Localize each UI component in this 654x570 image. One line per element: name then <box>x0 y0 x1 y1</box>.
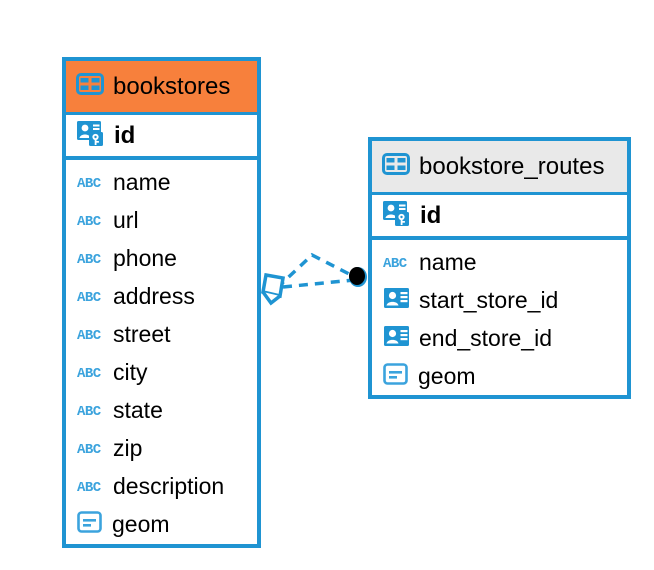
column-label: id <box>114 121 136 149</box>
column-label: phone <box>113 244 177 271</box>
text-abc-icon: ABC <box>77 441 104 458</box>
svg-text:ABC: ABC <box>77 176 102 189</box>
diamond-outline-marker <box>260 272 286 306</box>
relationship-line-lower <box>282 278 355 289</box>
column-label: city <box>113 358 148 385</box>
column-row-city[interactable]: ABC city <box>66 353 257 391</box>
svg-text:ABC: ABC <box>77 404 102 417</box>
column-label: geom <box>112 510 170 537</box>
svg-text:ABC: ABC <box>77 328 102 341</box>
column-label: name <box>113 168 171 195</box>
column-label: end_store_id <box>419 324 552 351</box>
text-abc-icon: ABC <box>77 251 104 268</box>
text-abc-icon: ABC <box>77 175 104 192</box>
filled-dot-marker <box>349 267 367 287</box>
relationship-line-upper <box>275 252 356 290</box>
text-abc-icon: ABC <box>77 365 104 382</box>
column-row-start-store-id[interactable]: start_store_id <box>372 281 627 319</box>
svg-text:ABC: ABC <box>77 290 102 303</box>
column-row-address[interactable]: ABC address <box>66 277 257 315</box>
svg-text:ABC: ABC <box>77 480 102 493</box>
table-header-bookstores[interactable]: bookstores <box>66 61 257 112</box>
column-row-street[interactable]: ABC street <box>66 315 257 353</box>
column-label: state <box>113 396 163 423</box>
column-row-geom[interactable]: geom <box>66 505 257 543</box>
primary-key-icon <box>76 118 106 153</box>
text-abc-icon: ABC <box>383 255 410 272</box>
column-row-id[interactable]: id <box>66 112 257 160</box>
svg-text:ABC: ABC <box>77 442 102 455</box>
column-row-zip[interactable]: ABC zip <box>66 429 257 467</box>
text-abc-icon: ABC <box>77 213 104 230</box>
table-grid-icon <box>76 73 104 100</box>
column-row-phone[interactable]: ABC phone <box>66 239 257 277</box>
column-label: description <box>113 472 225 499</box>
column-label: url <box>113 206 139 233</box>
column-label: street <box>113 320 171 347</box>
column-row-url[interactable]: ABC url <box>66 201 257 239</box>
geometry-icon <box>77 510 103 539</box>
column-list-bookstores: ABC name ABC url ABC p <box>66 160 257 543</box>
table-title: bookstores <box>113 72 231 100</box>
table-title: bookstore_routes <box>419 152 605 180</box>
svg-text:ABC: ABC <box>77 214 102 227</box>
svg-text:ABC: ABC <box>77 366 102 379</box>
column-row-id[interactable]: id <box>372 192 627 240</box>
table-grid-icon <box>382 153 410 180</box>
table-bookstores[interactable]: bookstores id <box>62 57 261 548</box>
foreign-key-icon <box>383 286 410 315</box>
column-label: geom <box>418 362 476 389</box>
svg-text:ABC: ABC <box>383 256 408 269</box>
column-row-name[interactable]: ABC name <box>372 243 627 281</box>
primary-key-icon <box>382 198 412 233</box>
text-abc-icon: ABC <box>77 403 104 420</box>
text-abc-icon: ABC <box>77 327 104 344</box>
column-label: id <box>420 201 442 229</box>
svg-text:ABC: ABC <box>77 252 102 265</box>
table-header-bookstore-routes[interactable]: bookstore_routes <box>372 141 627 192</box>
column-label: start_store_id <box>419 286 559 313</box>
column-row-description[interactable]: ABC description <box>66 467 257 505</box>
text-abc-icon: ABC <box>77 479 104 496</box>
column-row-geom[interactable]: geom <box>372 357 627 395</box>
column-list-bookstore-routes: ABC name start_store_id <box>372 240 627 395</box>
column-row-state[interactable]: ABC state <box>66 391 257 429</box>
column-label: address <box>113 282 195 309</box>
text-abc-icon: ABC <box>77 289 104 306</box>
column-label: name <box>419 248 477 275</box>
foreign-key-icon <box>383 324 410 353</box>
column-label: zip <box>113 434 143 461</box>
column-row-end-store-id[interactable]: end_store_id <box>372 319 627 357</box>
column-row-name[interactable]: ABC name <box>66 163 257 201</box>
table-bookstore-routes[interactable]: bookstore_routes id <box>368 137 631 399</box>
geometry-icon <box>383 362 409 391</box>
